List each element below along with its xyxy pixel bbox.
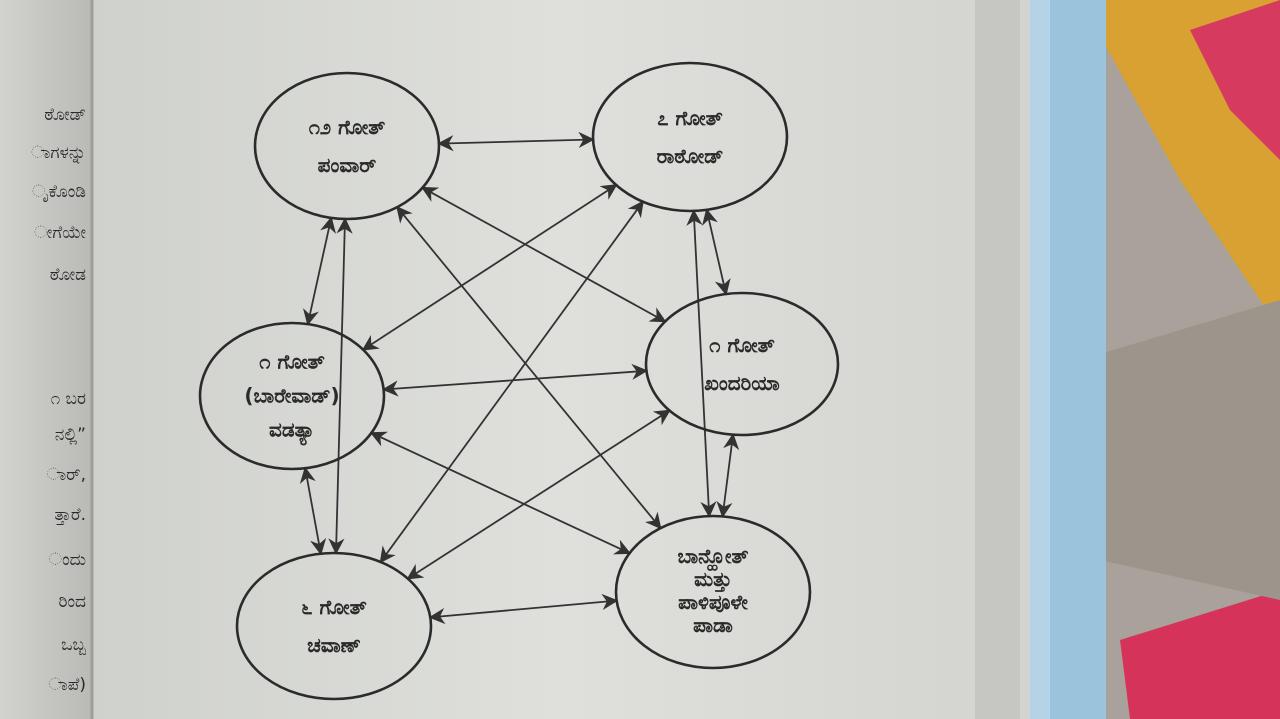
margin-text-line: ಾಗಳನ್ನು: [31, 143, 86, 164]
node-label-line: ೧ ಗೋತ್: [709, 333, 774, 357]
node-label-line: ರಾಠೋಡ್: [657, 144, 724, 168]
node-label-line: ಪಂವಾರ್: [318, 153, 377, 177]
margin-text-line: ರಿಂದ: [59, 592, 87, 612]
margin-text-line: ೕಗೆಯೇ: [34, 223, 86, 243]
node-label-line: ಮತ್ತು: [694, 567, 732, 593]
margin-text-line: ನಲ್ಲಿ”: [55, 425, 86, 445]
margin-text-line: ಾರ್,: [47, 465, 86, 485]
node-label-line: ೧೨ ಗೋತ್: [309, 115, 386, 139]
node-label-line: ಪಾಳಿಪೂಳೇ: [678, 590, 748, 614]
margin-text-line: ೃಕೊಂಡಿ: [32, 182, 86, 202]
node-label-line: ೭ ಗೋತ್: [657, 106, 722, 130]
node-label-line: ಪಾಡಾ: [693, 613, 733, 637]
book-page: [90, 0, 1030, 719]
margin-text-line: ಠೋಡ: [50, 265, 86, 285]
margin-text-line: ಠೋಡ್: [44, 105, 86, 125]
node-label-line: ೧ ಗೋತ್: [259, 349, 324, 373]
margin-text-line: ಒಬ್ಬ: [61, 635, 86, 655]
node-label-line: ಚವಾಣ್: [307, 633, 361, 657]
margin-text-line: ಾಪೆ): [48, 675, 86, 695]
node-label-line: ಖಂದರಿಯಾ: [704, 371, 779, 395]
node-label-line: (ಬಾರೇವಾಡ್): [244, 383, 339, 407]
node-label-line: ೬ ಗೋತ್: [301, 595, 366, 619]
margin-text-line: ೧ ಬರ: [51, 389, 86, 409]
margin-text-line: ತ್ತಾರೆ.: [54, 505, 86, 525]
margin-text-line: ಂದು: [49, 550, 86, 570]
